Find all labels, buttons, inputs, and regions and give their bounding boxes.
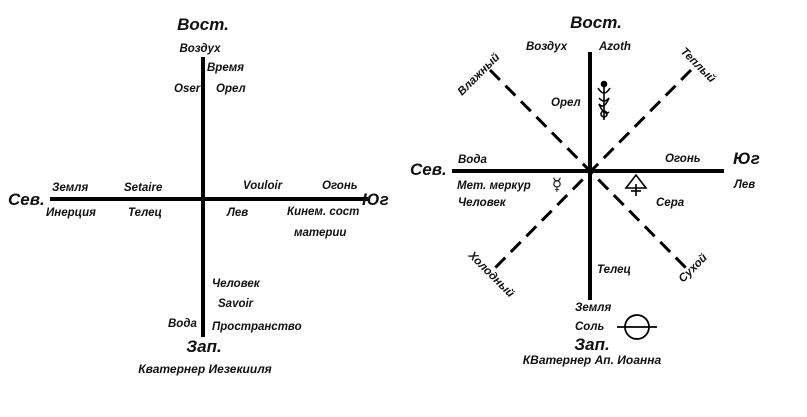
left-calf-label: Телец [128,207,162,219]
left-man-label: Человек [212,278,261,290]
left-savoir-label: Savoir [218,298,254,310]
left-earth-label: Земля [52,182,88,194]
mercury-symbol-icon: ☿ [552,175,562,195]
left-west-label: Зап. [186,337,222,356]
left-east-label: Вост. [177,15,229,34]
caduceus-icon [597,80,611,120]
right-north-label: Сев. [410,160,447,179]
left-air-label: Воздух [179,43,221,55]
left-south-label: Юг [362,190,389,209]
right-water-label: Вода [458,154,487,166]
salt-circle-icon [617,314,657,340]
right-calf-label: Телец [597,264,631,276]
left-matter-label: материи [294,227,346,239]
left-inertia-label: Инерция [46,207,96,219]
right-diagonal-warm-cold [489,68,693,274]
left-oser-label: Oser [174,83,201,95]
left-setaire-label: Setaire [124,182,163,194]
right-azoth-label: Azoth [598,41,631,53]
right-caption: КВатернер Ап. Иоанна [523,353,662,367]
left-kinetic-label: Кинем. сост [287,206,359,218]
right-east-label: Вост. [570,13,622,32]
right-sulfur-label: Сера [656,197,685,209]
left-lion-label: Лев [226,207,248,219]
john-quaternary: Вост. Сев. Юг Зап. Воздух Azoth Орел Вла… [410,13,760,367]
right-salt-label: Соль [575,321,604,333]
ezekiel-quaternary: Вост. Сев. Юг Зап. Воздух Время Oser Оре… [8,15,389,376]
right-mercury-label: Мет. меркур [457,180,531,192]
right-earth-label: Земля [575,302,611,314]
right-west-label: Зап. [574,335,610,354]
right-eagle-label: Орел [551,97,581,109]
left-vouloir-label: Vouloir [243,180,283,192]
right-fire-label: Огонь [665,153,701,165]
sulfur-triangle-icon [624,173,648,196]
left-fire-label: Огонь [322,180,358,192]
left-caption: Кватернер Иезекииля [138,362,271,376]
left-space-label: Пространство [212,321,302,333]
left-north-label: Сев. [8,190,45,209]
right-south-label: Юг [733,149,760,168]
left-eagle-label: Орел [216,83,246,95]
right-lion-label: Лев [733,179,755,191]
right-cold-label: Холодный [465,249,516,300]
left-time-label: Время [207,62,244,74]
left-water-label: Вода [168,318,197,330]
right-man-label: Человек [458,197,507,209]
right-air-label: Воздух [526,41,568,53]
right-dry-label: Сухой [677,252,710,285]
